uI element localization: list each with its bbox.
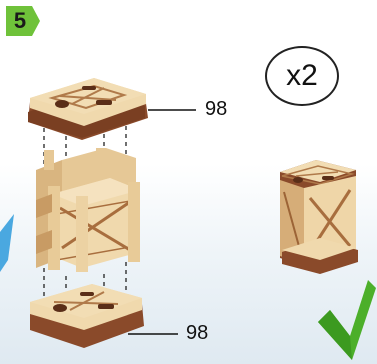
top-part-label: 98: [205, 98, 227, 121]
assembled-cube: [280, 160, 358, 274]
top-plate-part: [28, 78, 148, 140]
middle-frame-part: [36, 148, 140, 272]
check-icon: [318, 280, 376, 360]
bottom-part-label: 98: [186, 322, 208, 345]
bottom-plate-part: [30, 284, 144, 348]
blue-accent-shape: [0, 214, 14, 272]
